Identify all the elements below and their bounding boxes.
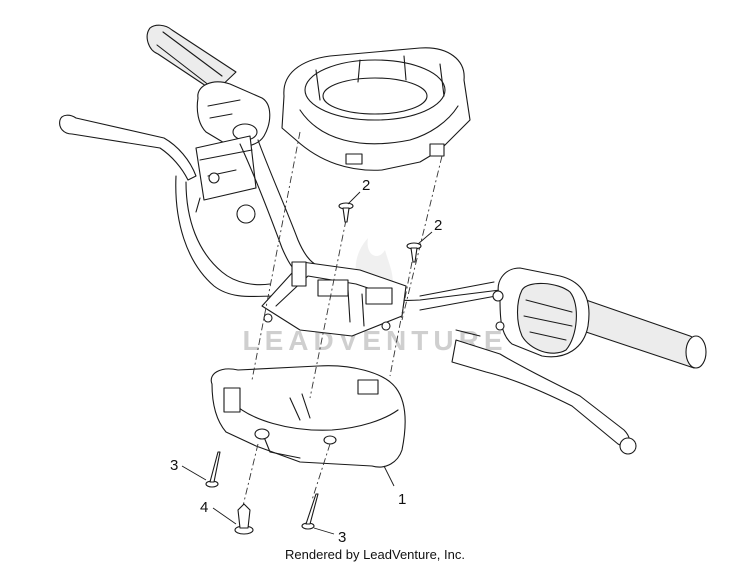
screw-upper-left xyxy=(338,202,354,223)
screw-long-left xyxy=(205,451,221,488)
alignment-lines xyxy=(241,131,443,511)
callout-left-screw: 3 xyxy=(170,457,178,474)
callout-push-rivet: 4 xyxy=(200,499,208,516)
push-rivet xyxy=(234,503,254,535)
left-grip xyxy=(146,24,237,93)
handlebar-bracket xyxy=(261,261,407,337)
rendered-by-footer: Rendered by LeadVenture, Inc. xyxy=(285,547,465,562)
left-switch-housing xyxy=(196,81,271,148)
callout-upper-screw: 2 xyxy=(362,177,370,194)
right-handlebar xyxy=(419,281,707,369)
left-brake-lever xyxy=(59,114,197,181)
callout-lower-cover: 1 xyxy=(398,491,406,508)
screw-upper-right xyxy=(406,242,422,263)
right-switch-housing xyxy=(492,267,590,358)
master-cylinder xyxy=(195,135,257,224)
upper-cover xyxy=(281,47,471,171)
leader-lines xyxy=(181,191,433,535)
screw-long-bottom xyxy=(301,493,319,530)
lower-cover xyxy=(210,365,406,468)
callout-bottom-screw: 3 xyxy=(338,529,346,546)
right-brake-lever xyxy=(451,329,637,455)
callout-right-screw: 2 xyxy=(434,217,442,234)
